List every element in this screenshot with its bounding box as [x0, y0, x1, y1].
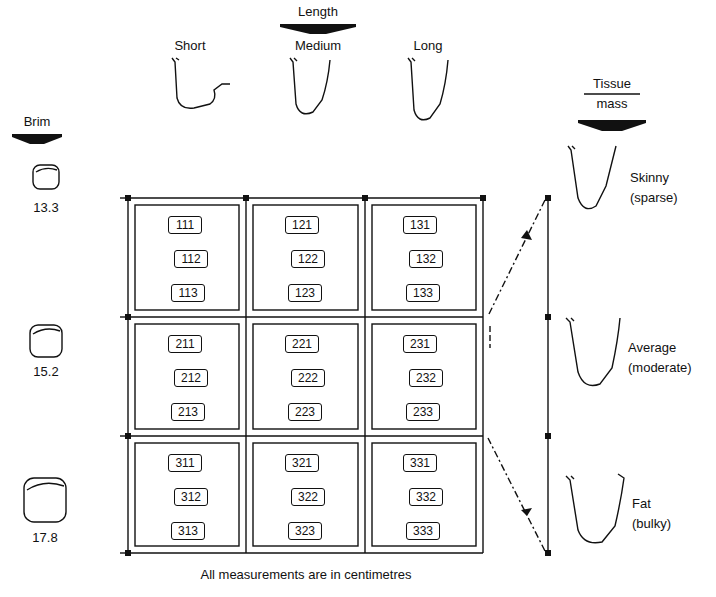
axis-label: Medium [295, 36, 341, 56]
size-code: 133 [413, 286, 433, 300]
length-arrow [280, 24, 356, 34]
size-code-box: 331 [403, 454, 437, 472]
size-code-box: 323 [288, 522, 322, 540]
size-code-box: 112 [174, 250, 208, 268]
dimension-label: 17.8 [32, 528, 57, 548]
size-code: 212 [181, 371, 201, 385]
size-code: 321 [292, 456, 312, 470]
average-limb-sketch [566, 318, 620, 386]
medium-limb-sketch [290, 58, 330, 114]
size-code-box: 313 [171, 522, 205, 540]
size-code-box: 122 [291, 250, 325, 268]
axis-label: Long [414, 36, 443, 56]
size-code-box: 131 [403, 216, 437, 234]
size-code: 221 [292, 337, 312, 351]
size-code-box: 322 [291, 488, 325, 506]
size-code: 213 [178, 405, 198, 419]
expansion-leader [488, 200, 545, 551]
size-code-box: 332 [409, 488, 443, 506]
size-code-box: 211 [168, 335, 202, 353]
axis-label: Skinny (sparse) [630, 168, 702, 208]
size-code-box: 233 [406, 403, 440, 421]
skinny-limb-sketch [568, 146, 616, 209]
axis-label: Short [174, 36, 205, 56]
size-code-box: 231 [403, 335, 437, 353]
size-code: 231 [410, 337, 430, 351]
axis-label: Fat (bulky) [632, 494, 692, 534]
size-code: 222 [298, 371, 318, 385]
size-code: 123 [295, 286, 315, 300]
size-code-box: 311 [168, 454, 202, 472]
size-code: 223 [295, 405, 315, 419]
size-code: 131 [410, 218, 430, 232]
size-code: 322 [298, 490, 318, 504]
tissue-scale-bar [547, 198, 548, 553]
note: All measurements are in centimetres [201, 565, 412, 585]
size-code: 112 [181, 252, 200, 266]
size-code-box: 223 [288, 403, 322, 421]
grid-tick [125, 195, 551, 556]
axis-label: Tissue mass [582, 74, 642, 114]
size-code: 111 [176, 218, 194, 232]
size-code: 132 [416, 252, 436, 266]
leader-arrowhead [521, 508, 532, 516]
size-code-box: 111 [168, 216, 202, 234]
brim-sketch [24, 165, 66, 522]
size-code-box: 221 [285, 335, 319, 353]
size-code-box: 213 [171, 403, 205, 421]
axis-label: Length [298, 2, 338, 22]
size-code-box: 232 [409, 369, 443, 387]
size-code: 122 [298, 252, 318, 266]
size-code: 312 [181, 490, 201, 504]
size-code: 311 [175, 456, 194, 470]
size-code: 211 [175, 337, 194, 351]
size-code-box: 132 [409, 250, 443, 268]
leader-arrowhead [521, 230, 532, 240]
axis-label: Brim [24, 112, 51, 132]
dimension-label: 15.2 [33, 362, 58, 382]
size-code-box: 333 [406, 522, 440, 540]
size-code: 333 [413, 524, 433, 538]
size-code-box: 321 [285, 454, 319, 472]
size-code: 332 [416, 490, 436, 504]
size-code-box: 113 [171, 284, 205, 302]
size-code: 233 [413, 405, 433, 419]
size-code: 323 [295, 524, 315, 538]
grid-frame [120, 198, 483, 553]
size-code: 313 [178, 524, 198, 538]
size-code: 232 [416, 371, 436, 385]
size-code-box: 123 [288, 284, 322, 302]
size-code-box: 212 [174, 369, 208, 387]
size-code: 331 [410, 456, 430, 470]
axis-label: Average (moderate) [628, 338, 710, 378]
size-code: 121 [292, 218, 312, 232]
dimension-label: 13.3 [33, 198, 58, 218]
brim-arrow [12, 134, 62, 144]
size-code: 113 [178, 286, 197, 300]
size-code-box: 121 [285, 216, 319, 234]
size-code-box: 133 [406, 284, 440, 302]
tissue-arrow [578, 120, 646, 131]
fat-limb-sketch [566, 474, 624, 543]
tissue-rule [584, 93, 640, 94]
long-limb-sketch [408, 58, 448, 120]
short-limb-sketch [172, 58, 230, 108]
size-code-box: 222 [291, 369, 325, 387]
size-code-box: 312 [174, 488, 208, 506]
